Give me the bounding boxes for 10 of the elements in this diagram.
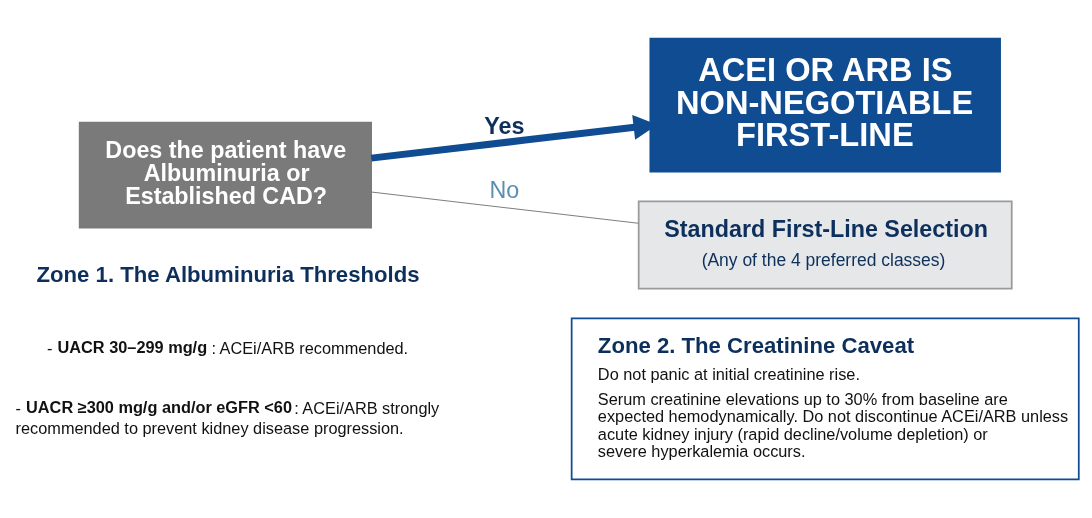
node-box: Does the patient have Albuminuria or Established CAD? [78,121,372,229]
node-box: Standard First-Line Selection (Any of the 4 preferred classes) [637,200,1013,290]
edge-label: No [489,177,520,204]
label: Zone 1. The Albuminuria Thresholds [36,261,420,287]
label: - UACR ≥300 mg/g and/or eGFR <60: ACEi/ARB strongly recommended to prevent kidney disease progression. [15,398,440,438]
node-box: ACEI OR ARB IS NON-NEGOTIABLE FIRST-LINE [649,37,1001,173]
edge-label: Yes [484,113,525,140]
label: - UACR 30–299 mg/g: ACEi/ARB recommended. [47,337,409,357]
node-box: Zone 2. The Creatinine Caveat Do not panic at initial creatinine rise. Serum creatinine elevations up to 30% from baseline are expected hemodynamically. Do not discontinue ACEi/ARB unless acute kidney injury (rapid decline/volume depletion) or severe hyperkalemia occurs. [570,317,1080,481]
connector [370,191,639,224]
